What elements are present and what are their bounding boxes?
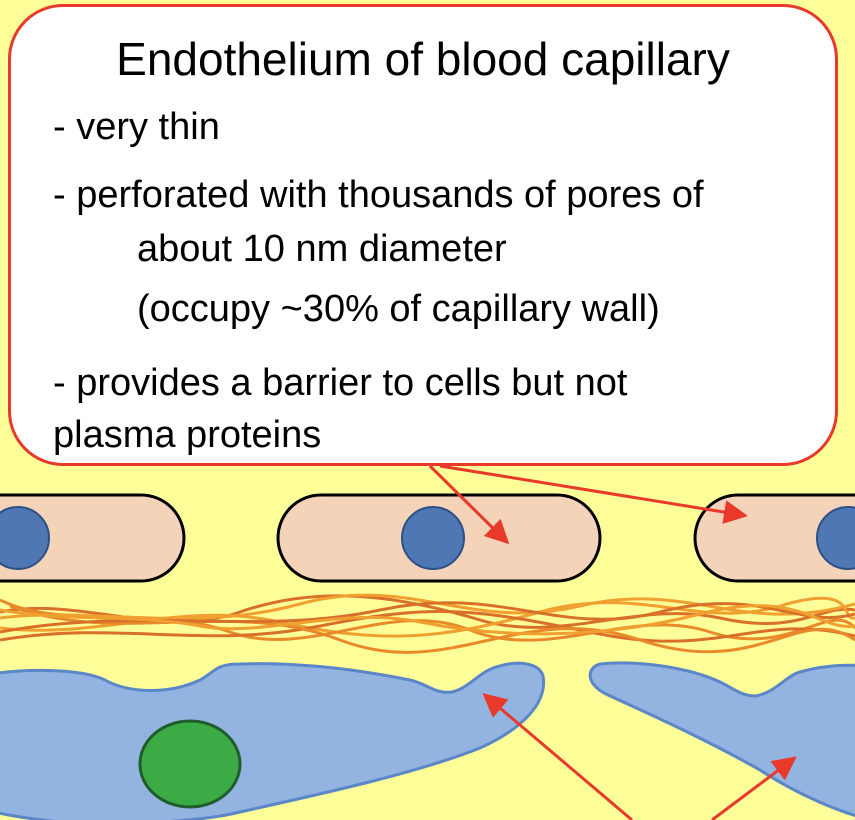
callout-title: Endothelium of blood capillary xyxy=(116,33,730,85)
bullet-perforated-cont-1: about 10 nm diameter xyxy=(137,228,507,270)
endothelial-cells xyxy=(0,493,855,583)
basement-cell-left xyxy=(0,661,546,820)
endothelial-cell-left xyxy=(0,493,186,583)
nucleus-middle xyxy=(401,506,465,570)
fiber xyxy=(0,610,855,643)
nucleus-left xyxy=(0,506,50,570)
fiber xyxy=(0,604,855,636)
bullet-barrier-cont: plasma proteins xyxy=(53,414,322,456)
callout-box: Endothelium of blood capillary - very th… xyxy=(8,4,838,466)
arrow-to-left-basement-cell xyxy=(482,693,633,820)
nucleus-right xyxy=(816,506,855,570)
bullet-perforated: - perforated with thousands of pores of xyxy=(53,174,704,216)
arrow-to-middle-cell xyxy=(428,464,510,545)
basement-cell-nucleus xyxy=(138,719,242,809)
arrows xyxy=(428,464,797,820)
basement-cell-right xyxy=(588,661,855,818)
bullet-perforated-cont-2: (occupy ~30% of capillary wall) xyxy=(137,288,660,330)
arrow-to-right-cell xyxy=(439,464,748,524)
arrow-to-right-basement-cell xyxy=(711,756,797,820)
basement-cells xyxy=(0,661,855,820)
bullet-barrier: - provides a barrier to cells but not xyxy=(53,362,628,404)
bullet-very-thin: - very thin xyxy=(53,106,220,148)
basement-membrane-fibers xyxy=(0,593,855,654)
